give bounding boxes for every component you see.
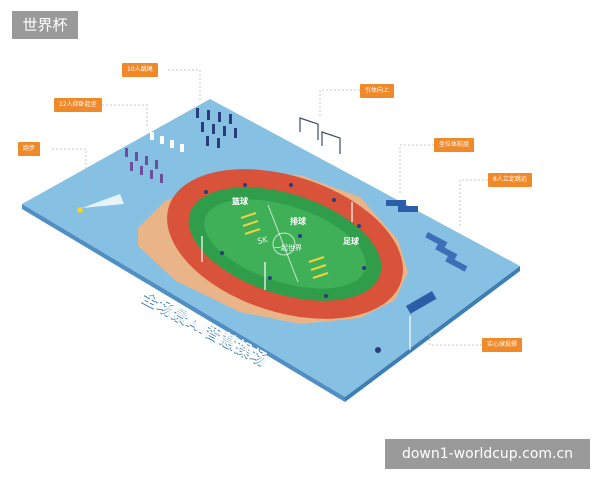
solid-ball-station	[375, 291, 437, 353]
callout-lead-body-up: 引体向上	[360, 84, 395, 98]
field-brand: 一起世界	[274, 244, 302, 252]
callout-eight-person-standing-jump: 8人立定跳远	[488, 173, 532, 187]
standing-jump-mats	[425, 232, 468, 272]
situp-row-white	[150, 132, 184, 152]
label-football: 足球	[343, 237, 359, 246]
camera-poles	[201, 202, 411, 350]
callout-leaders	[52, 69, 488, 346]
callout-ten-person-skip: 10人跳绳	[122, 63, 158, 77]
callout-solid-ball: 实心球投掷	[482, 338, 523, 352]
runner-with-scanner	[77, 194, 124, 213]
label-volleyball: 排球	[290, 217, 306, 226]
field-center-line	[267, 204, 299, 283]
athletes	[204, 183, 366, 298]
skip-rope-group	[196, 108, 237, 148]
label-basketball: 篮球	[232, 197, 248, 206]
callout-sit-reach: 坐位体前屈	[434, 138, 475, 152]
svg-text:SK: SK	[257, 235, 270, 246]
callout-run: 跑步	[18, 142, 41, 156]
corner-tag: 世界杯	[12, 11, 78, 39]
watermark: down1-worldcup.com.cn	[385, 439, 590, 469]
field-brand-sign: SK	[257, 235, 270, 246]
platform-side-left	[22, 204, 345, 402]
hurdles	[240, 212, 329, 279]
situp-group	[125, 148, 163, 183]
platform-side-right	[345, 266, 520, 402]
pullup-bars	[299, 117, 341, 154]
sit-reach-stations	[386, 200, 418, 212]
callout-twelve-person-situp: 12人仰卧起坐	[54, 98, 102, 112]
field-center-circle	[272, 232, 296, 256]
